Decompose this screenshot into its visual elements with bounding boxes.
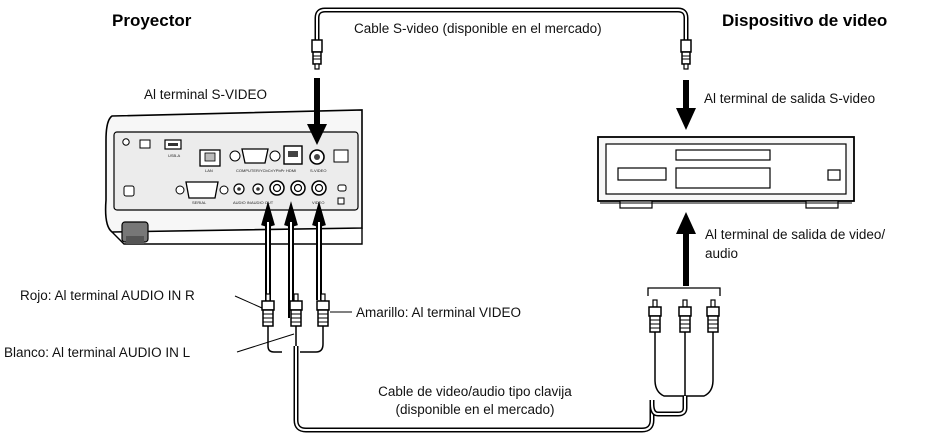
arrow-to-device-svideo	[676, 80, 696, 130]
arrow-to-device-av	[676, 212, 696, 286]
video-port-label: VIDEO	[312, 200, 324, 205]
white-cable-label: Blanco: Al terminal AUDIO IN L	[4, 345, 191, 360]
usb-port-label: USB-A	[168, 153, 181, 158]
computer-port-label: COMPUTER/YCbCr/YPbPr	[236, 168, 285, 173]
projector-body: USB-A LAN COMPUTER/YCbCr/YPbPr HDMI S-VI…	[104, 109, 363, 245]
audio-out-port-label: AUDIO OUT	[251, 200, 274, 205]
to-av-output-label-line2: audio	[705, 246, 739, 261]
arrow-to-projector-svideo	[307, 78, 327, 145]
av-cable-label-line1: Cable de video/audio tipo clavija	[378, 384, 572, 399]
hdmi-port-label: HDMI	[286, 168, 296, 173]
svideo-port-label: S-VIDEO	[310, 168, 326, 173]
to-av-output-label-line1: Al terminal de salida de video/	[705, 227, 886, 242]
video-device-body	[597, 136, 855, 209]
svideo-cable	[311, 7, 692, 70]
svideo-cable-label: Cable S-video (disponible en el mercado)	[354, 21, 602, 36]
projector-title: Proyector	[112, 11, 192, 30]
leader-lines	[234, 295, 352, 353]
lan-port-label: LAN	[205, 168, 213, 173]
red-cable-label: Rojo: Al terminal AUDIO IN R	[20, 288, 195, 303]
audio-in-port-label: AUDIO IN	[233, 200, 251, 205]
av-cable	[261, 287, 721, 433]
arrows-to-projector-av	[261, 201, 326, 318]
to-svideo-terminal-label: Al terminal S-VIDEO	[144, 87, 268, 102]
yellow-cable-label: Amarillo: Al terminal VIDEO	[356, 305, 522, 320]
serial-port-label: SERIAL	[192, 200, 207, 205]
to-svideo-output-label: Al terminal de salida S-video	[704, 91, 876, 106]
video-device-title: Dispositivo de video	[722, 11, 888, 30]
av-cable-label-line2: (disponible en el mercado)	[395, 402, 555, 417]
